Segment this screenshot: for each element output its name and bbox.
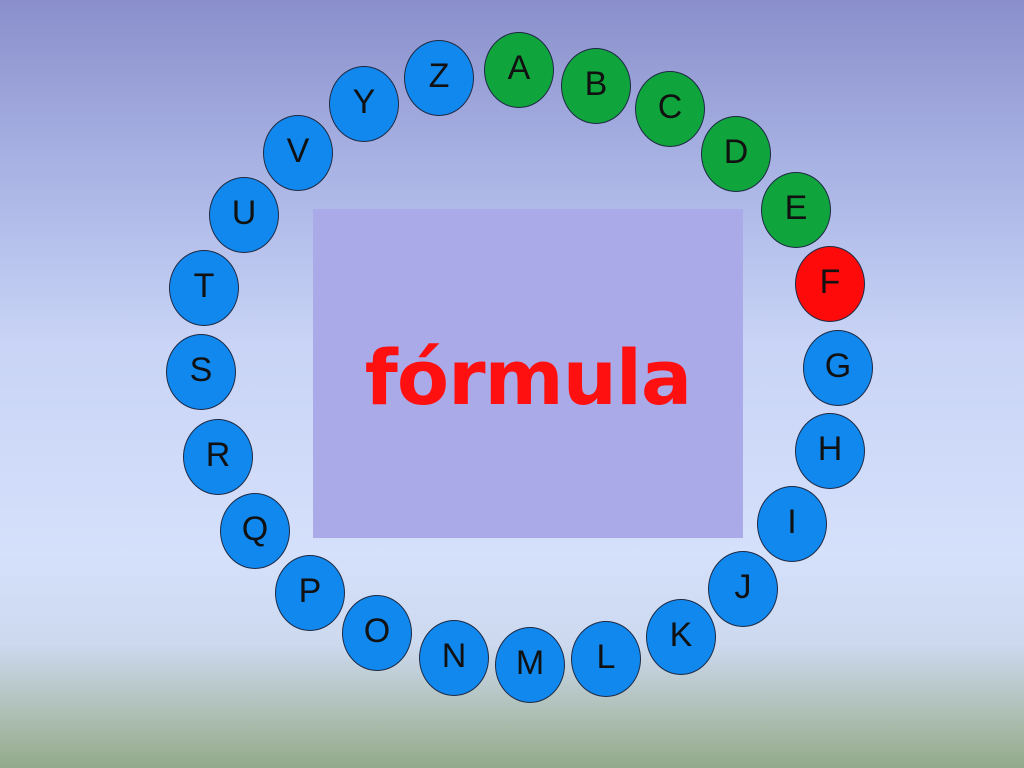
letter-button-t[interactable]: T bbox=[169, 250, 239, 326]
letter-label: L bbox=[596, 638, 616, 676]
letter-button-y[interactable]: Y bbox=[329, 66, 399, 142]
letter-button-e[interactable]: E bbox=[761, 172, 831, 248]
letter-button-n[interactable]: N bbox=[419, 620, 489, 696]
target-word: fórmula bbox=[364, 333, 692, 422]
letter-label: P bbox=[298, 572, 322, 610]
letter-button-s[interactable]: S bbox=[166, 334, 236, 410]
letter-label: Q bbox=[241, 510, 269, 548]
letter-label: G bbox=[824, 347, 852, 385]
letter-label: B bbox=[584, 65, 608, 103]
letter-label: T bbox=[193, 267, 215, 305]
letter-label: N bbox=[441, 637, 467, 675]
letter-button-c[interactable]: C bbox=[635, 71, 705, 147]
letter-button-d[interactable]: D bbox=[701, 116, 771, 192]
letter-button-l[interactable]: L bbox=[571, 621, 641, 697]
letter-button-f[interactable]: F bbox=[795, 246, 865, 322]
letter-label: O bbox=[363, 612, 391, 650]
letter-label: S bbox=[189, 351, 213, 389]
letter-label: Y bbox=[352, 83, 376, 121]
letter-label: D bbox=[723, 133, 749, 171]
letter-button-m[interactable]: M bbox=[495, 627, 565, 703]
letter-button-i[interactable]: I bbox=[757, 486, 827, 562]
letter-button-z[interactable]: Z bbox=[404, 40, 474, 116]
letter-label: A bbox=[507, 49, 531, 87]
letter-label: F bbox=[819, 263, 841, 301]
letter-label: C bbox=[657, 88, 683, 126]
letter-button-b[interactable]: B bbox=[561, 48, 631, 124]
letter-button-v[interactable]: V bbox=[263, 115, 333, 191]
letter-button-q[interactable]: Q bbox=[220, 493, 290, 569]
letter-button-k[interactable]: K bbox=[646, 599, 716, 675]
letter-button-u[interactable]: U bbox=[209, 177, 279, 253]
letter-button-p[interactable]: P bbox=[275, 555, 345, 631]
word-panel: fórmula bbox=[313, 209, 743, 538]
letter-label: M bbox=[515, 644, 545, 682]
letter-button-a[interactable]: A bbox=[484, 32, 554, 108]
letter-label: R bbox=[205, 436, 231, 474]
letter-button-h[interactable]: H bbox=[795, 413, 865, 489]
letter-label: K bbox=[669, 616, 693, 654]
letter-button-o[interactable]: O bbox=[342, 595, 412, 671]
letter-label: E bbox=[784, 189, 808, 227]
letter-button-r[interactable]: R bbox=[183, 419, 253, 495]
letter-button-g[interactable]: G bbox=[803, 330, 873, 406]
letter-label: Z bbox=[428, 57, 450, 95]
letter-label: V bbox=[286, 132, 310, 170]
letter-label: I bbox=[787, 503, 797, 541]
letter-label: J bbox=[734, 568, 752, 606]
letter-label: U bbox=[231, 194, 257, 232]
letter-label: H bbox=[817, 430, 843, 468]
letter-button-j[interactable]: J bbox=[708, 551, 778, 627]
